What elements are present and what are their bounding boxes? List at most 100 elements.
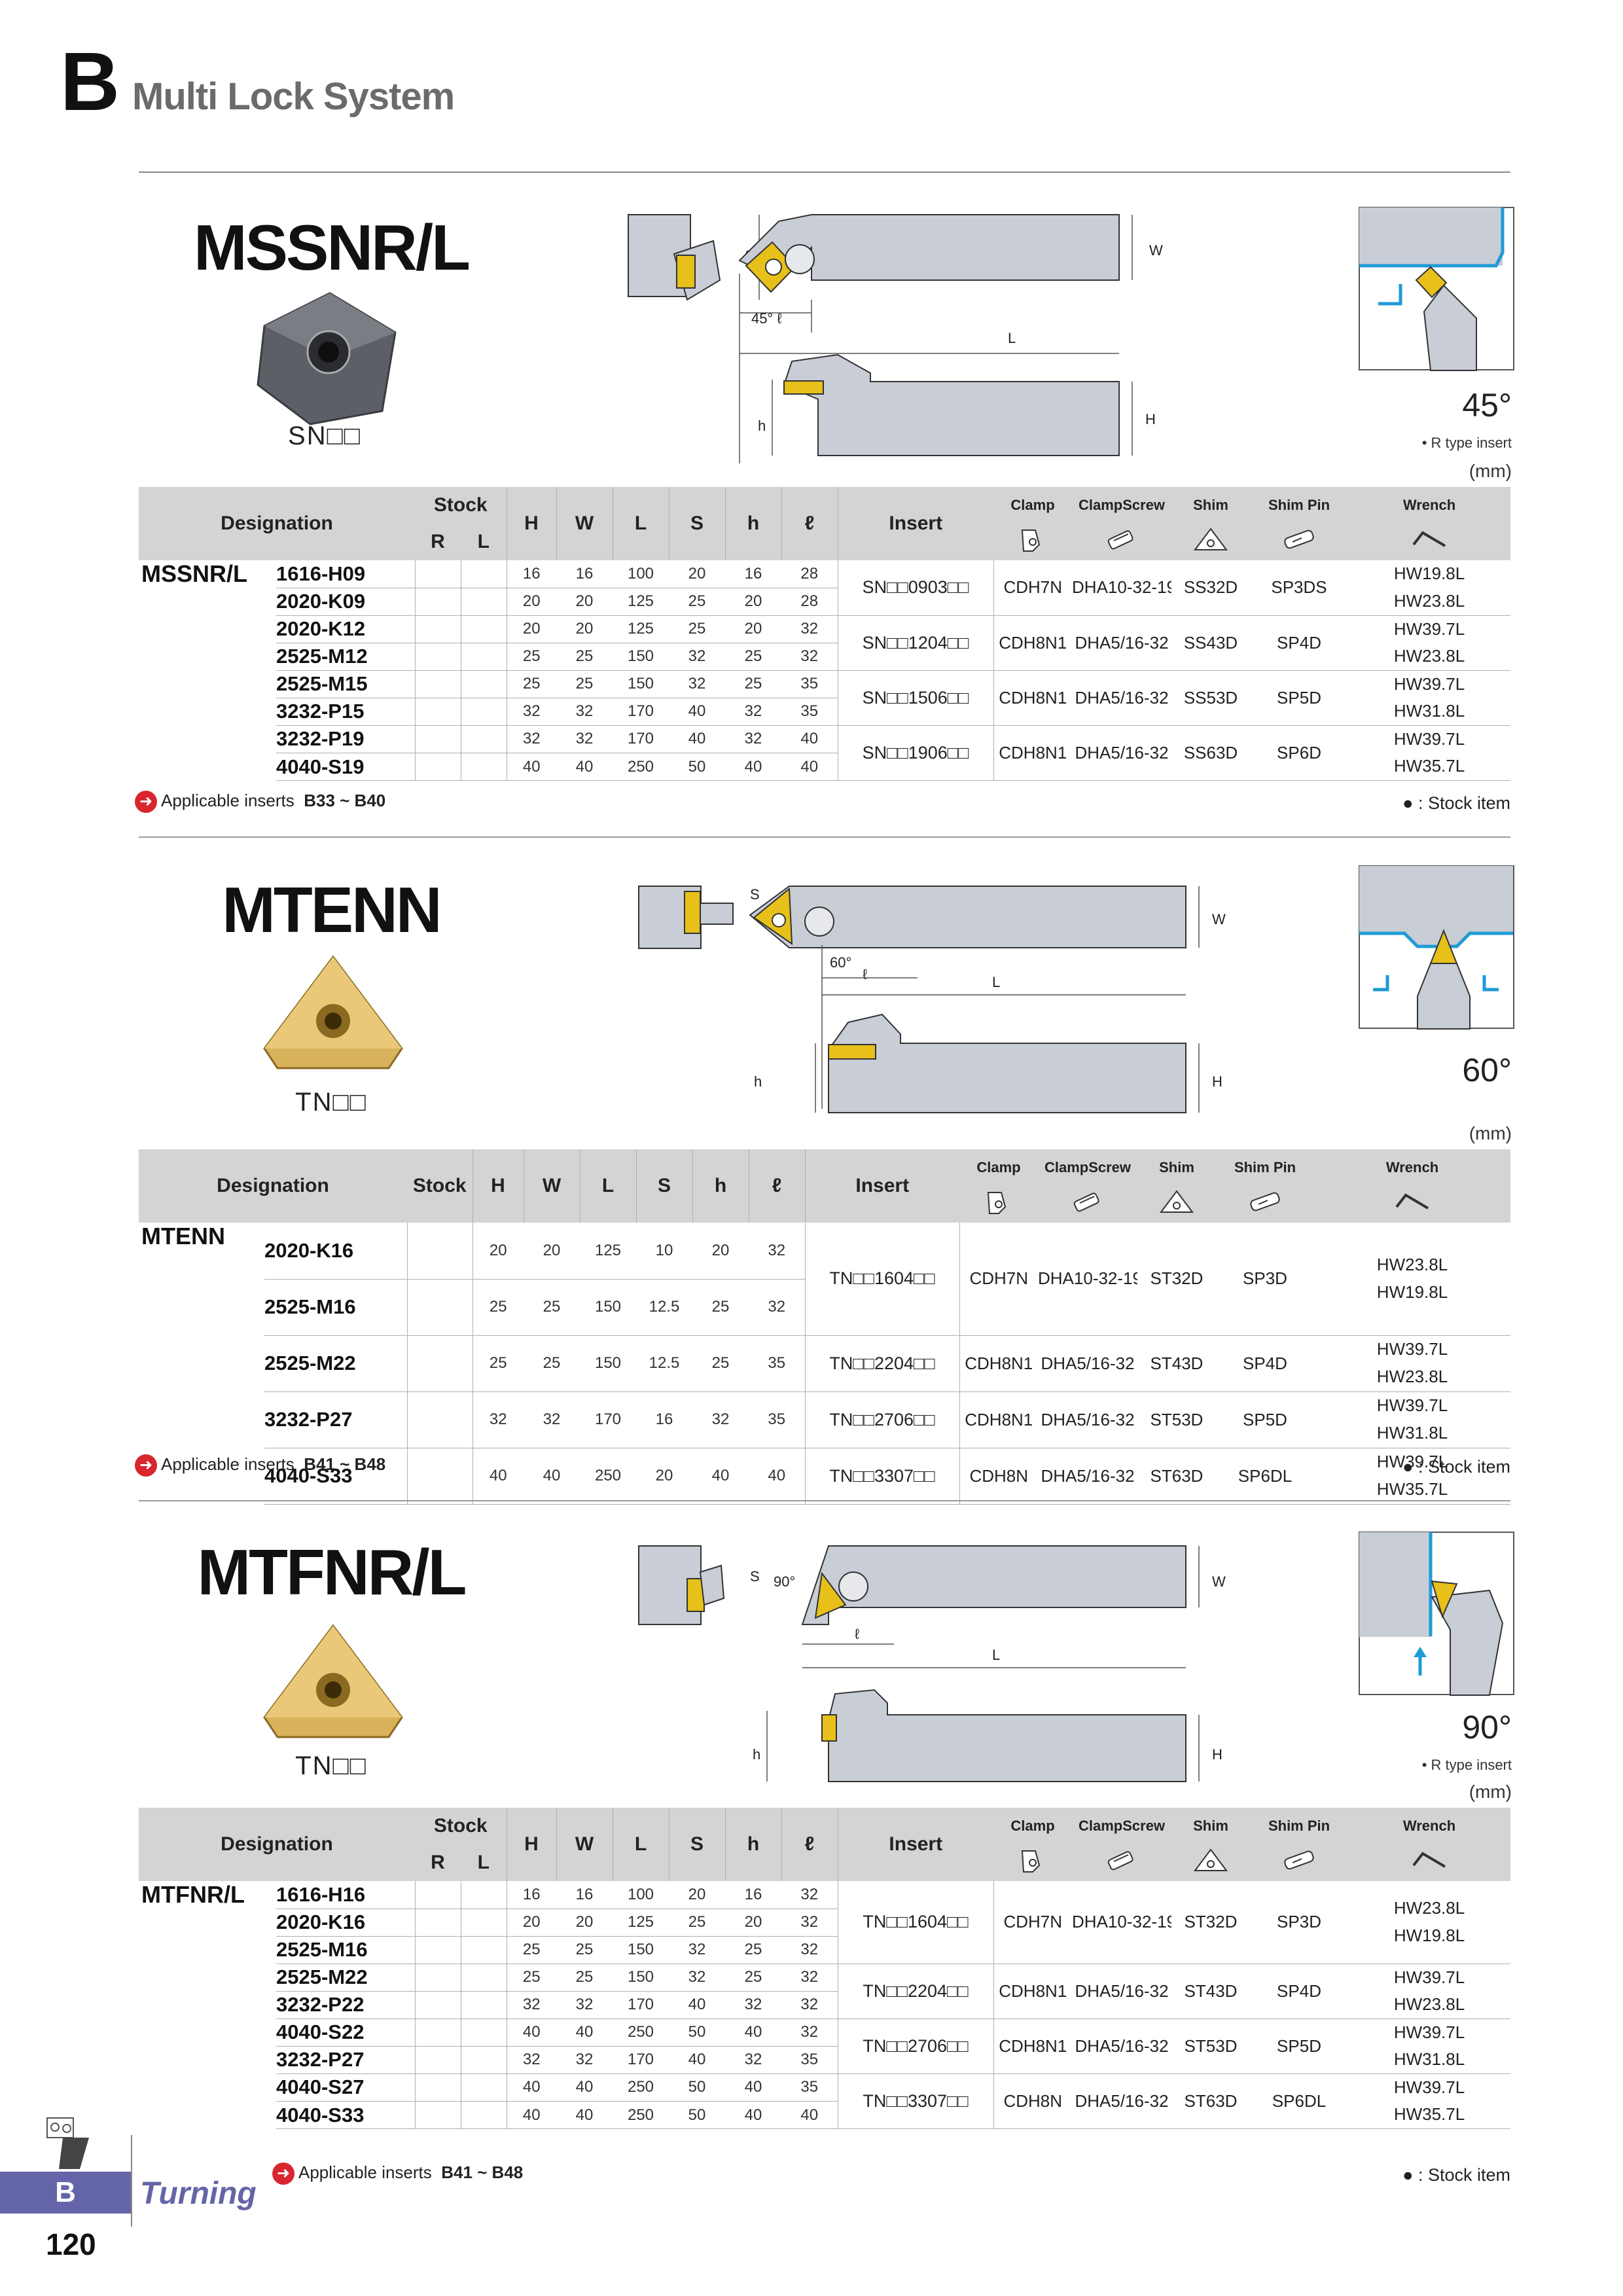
dim-S: 12.5 bbox=[636, 1279, 692, 1336]
arrow-right-icon: ➜ bbox=[135, 1454, 157, 1477]
dim-H: 32 bbox=[472, 1391, 524, 1448]
dim-L: 250 bbox=[580, 1448, 636, 1505]
designation-code: 3232-P22 bbox=[276, 1991, 415, 2019]
col-clamp: Clamp bbox=[993, 487, 1073, 524]
designation-code: 3232-P15 bbox=[276, 698, 415, 726]
stock-r-cell bbox=[414, 2101, 461, 2130]
stock-r-cell bbox=[414, 615, 461, 643]
svg-text:h: h bbox=[754, 1073, 762, 1090]
lead-angle: 60° bbox=[1462, 1052, 1512, 1088]
dim-h: 32 bbox=[725, 2046, 782, 2074]
designation-code: 1616-H09 bbox=[276, 560, 415, 588]
shim-code: ST32D bbox=[1171, 1881, 1251, 1964]
dim-h: 40 bbox=[692, 1448, 749, 1505]
stock-r-cell bbox=[414, 670, 461, 698]
applicable-note[interactable]: ➜Applicable inserts B33 ~ B40 bbox=[135, 791, 385, 814]
col-stock-l: L bbox=[461, 524, 507, 560]
dim-l: 40 bbox=[781, 2101, 838, 2130]
col-w: W bbox=[556, 487, 613, 560]
dim-L: 125 bbox=[613, 1909, 669, 1937]
dim-S: 32 bbox=[669, 1936, 726, 1964]
dim-L: 150 bbox=[613, 670, 669, 698]
svg-text:W: W bbox=[1212, 1573, 1226, 1590]
svg-text:L: L bbox=[992, 974, 1000, 990]
clamp-code: CDH7N bbox=[959, 1223, 1038, 1336]
stock-r-cell bbox=[414, 2018, 461, 2047]
header-rule bbox=[139, 171, 1510, 173]
dim-W: 32 bbox=[524, 1391, 580, 1448]
stock-l-cell bbox=[460, 670, 507, 698]
unit-label: (mm) bbox=[1469, 461, 1512, 481]
designation-code: 2020-K09 bbox=[276, 588, 415, 616]
shim-code: ST32D bbox=[1137, 1223, 1216, 1336]
dim-W: 20 bbox=[556, 1909, 613, 1937]
dim-W: 25 bbox=[524, 1279, 580, 1336]
col-len: L bbox=[612, 1808, 669, 1881]
section-divider bbox=[139, 1500, 1510, 1501]
dim-W: 16 bbox=[556, 560, 613, 588]
clamp-icon bbox=[959, 1186, 1038, 1223]
dim-l: 35 bbox=[781, 698, 838, 726]
dim-h: 20 bbox=[692, 1223, 749, 1280]
dim-l: 32 bbox=[781, 1936, 838, 1964]
dim-L: 100 bbox=[613, 1881, 669, 1909]
dim-W: 40 bbox=[556, 2018, 613, 2047]
screw-icon bbox=[1038, 1186, 1137, 1223]
shim-code: ST43D bbox=[1171, 1964, 1251, 2019]
dim-H: 20 bbox=[506, 1909, 557, 1937]
stock-r-cell bbox=[414, 2046, 461, 2074]
dim-L: 150 bbox=[613, 643, 669, 671]
shim-code: ST53D bbox=[1171, 2018, 1251, 2074]
dim-h: 40 bbox=[725, 753, 782, 781]
dim-h: 25 bbox=[725, 1936, 782, 1964]
tool-drawing-mtfnr: S 90° W ℓ L h H bbox=[638, 1545, 1226, 1782]
r-type-note: • R type insert bbox=[1421, 435, 1512, 451]
insert-sn-image bbox=[257, 292, 397, 425]
dim-S: 10 bbox=[636, 1223, 692, 1280]
stock-r-cell bbox=[414, 753, 461, 781]
stock-cell bbox=[406, 1335, 473, 1392]
dim-h: 25 bbox=[692, 1279, 749, 1336]
insert-code: SN□□1204□□ bbox=[837, 615, 994, 671]
family-name: MTFNR/L bbox=[141, 1881, 245, 1908]
svg-text:H: H bbox=[1145, 411, 1156, 427]
clamp-screw-code: DHA5/16-32 bbox=[1038, 1448, 1137, 1505]
designation-code: 2020-K16 bbox=[276, 1909, 415, 1937]
stock-l-cell bbox=[460, 2046, 507, 2074]
tool-drawing-mssnr: S W 45° ℓ L h H bbox=[628, 214, 1163, 463]
col-h2: h bbox=[692, 1149, 749, 1223]
stock-l-cell bbox=[460, 2101, 507, 2130]
stock-l-cell bbox=[460, 698, 507, 726]
svg-text:60°: 60° bbox=[830, 954, 851, 971]
col-ell: ℓ bbox=[781, 1808, 838, 1881]
dim-H: 25 bbox=[472, 1279, 524, 1336]
shim-pin-code: SP6D bbox=[1250, 725, 1349, 781]
clamp-screw-code: DHA5/16-32 bbox=[1038, 1335, 1137, 1392]
shim-icon bbox=[1137, 1186, 1216, 1223]
dim-H: 32 bbox=[506, 698, 557, 726]
turning-tool-icon bbox=[46, 2117, 89, 2169]
applicable-note[interactable]: ➜Applicable inserts B41 ~ B48 bbox=[272, 2162, 523, 2185]
dim-W: 20 bbox=[556, 588, 613, 616]
applicable-note[interactable]: ➜Applicable inserts B41 ~ B48 bbox=[135, 1454, 385, 1477]
col-h: H bbox=[472, 1149, 524, 1223]
dim-l: 32 bbox=[781, 615, 838, 643]
clamp-screw-code: DHA5/16-32 bbox=[1072, 2073, 1172, 2130]
insert-tn-image bbox=[263, 955, 403, 1069]
designation-code: 3232-P27 bbox=[264, 1391, 407, 1448]
dim-H: 40 bbox=[506, 753, 557, 781]
shim-pin-code: SP6DL bbox=[1250, 2073, 1349, 2130]
dim-H: 40 bbox=[506, 2073, 557, 2102]
family-name: MTENN bbox=[141, 1223, 225, 1249]
dim-W: 20 bbox=[556, 615, 613, 643]
designation-code: 2020-K16 bbox=[264, 1223, 407, 1280]
dim-L: 170 bbox=[613, 1991, 669, 2019]
clamp-code: CDH8N1 bbox=[993, 1964, 1073, 2019]
stock-r-cell bbox=[414, 643, 461, 671]
insert-code: TN□□2204□□ bbox=[837, 1964, 994, 2019]
svg-text:S: S bbox=[750, 1568, 760, 1585]
dim-L: 250 bbox=[613, 2101, 669, 2130]
